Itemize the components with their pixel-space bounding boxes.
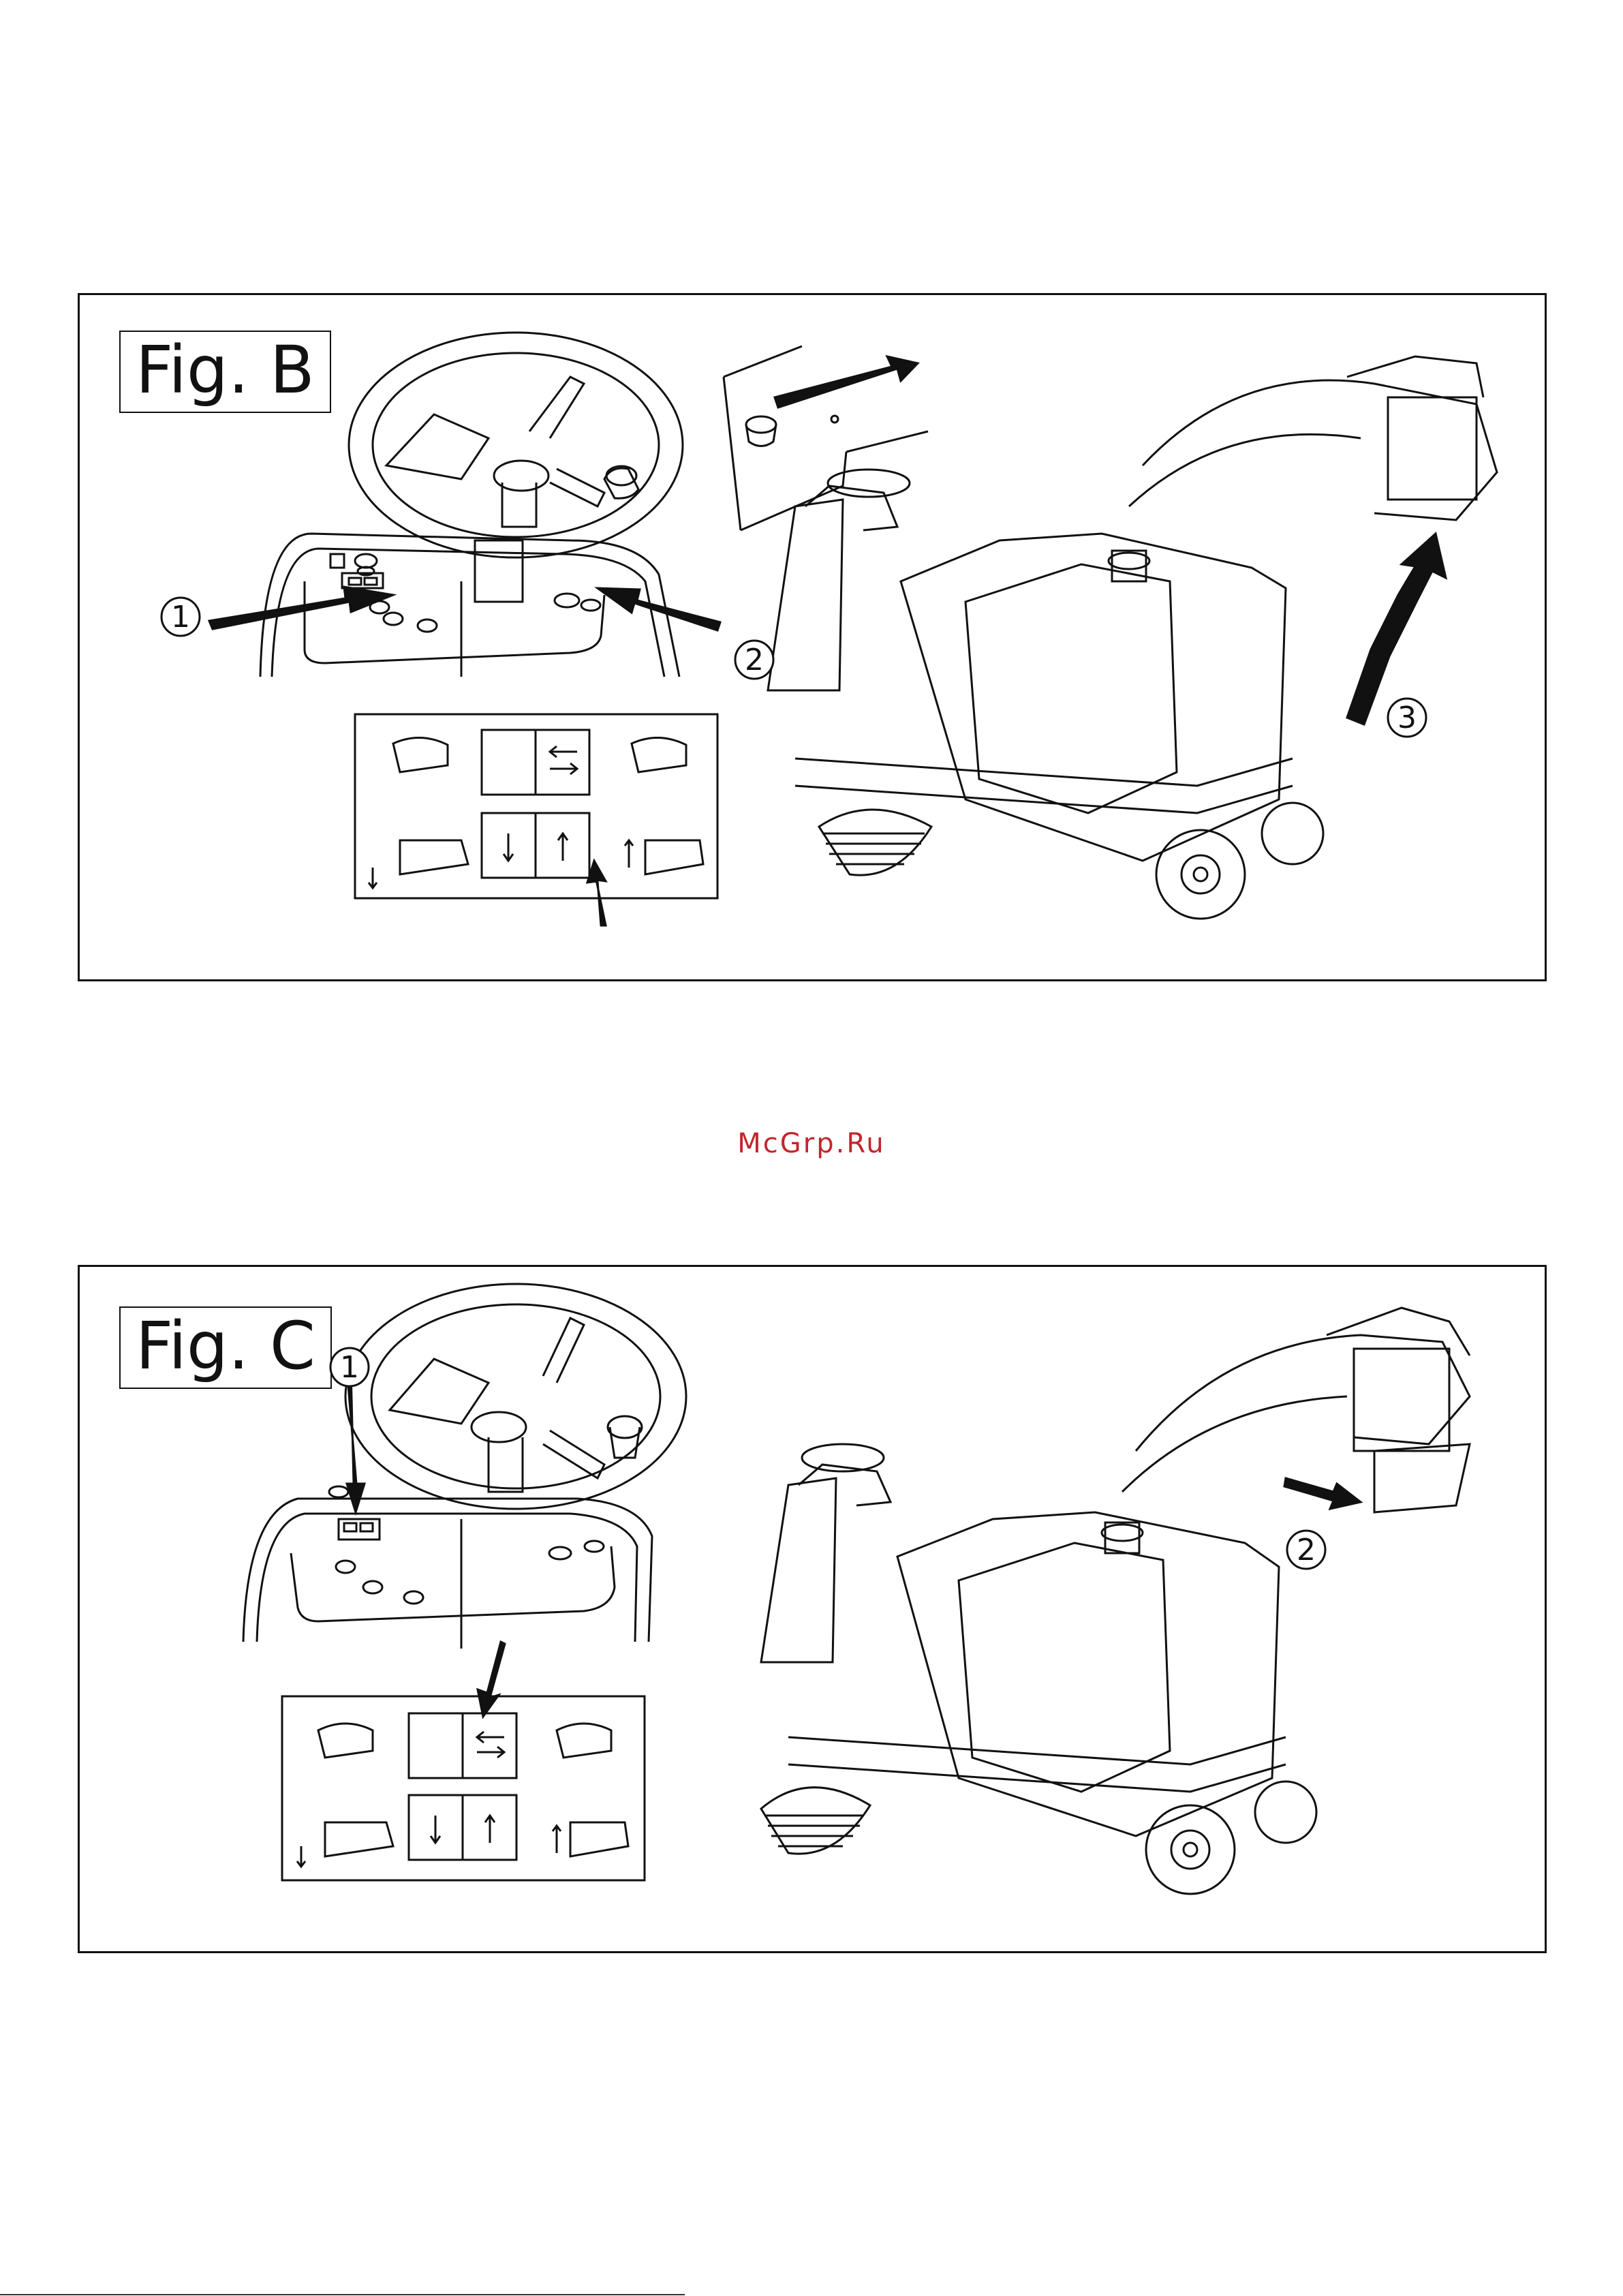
arrow-2-c [1284, 1478, 1361, 1509]
footer-rule [0, 2294, 685, 2295]
sweeper-machine-drawing-c [761, 1308, 1470, 1894]
callout-3-b: 3 [1397, 701, 1417, 735]
dashboard-drawing-c [243, 1486, 652, 1649]
callout-1-c: 1 [340, 1350, 359, 1385]
steering-wheel-drawing-c [345, 1284, 686, 1509]
callout-2-b: 2 [745, 643, 764, 677]
arrow-3-b [1347, 534, 1446, 724]
arrow-lever-c [478, 1642, 505, 1717]
figure-b-illustration: 1 2 3 [80, 295, 1545, 979]
watermark-text: McGrp.Ru [0, 1128, 1623, 1159]
arrow-1-c [347, 1369, 365, 1512]
figure-c-panel: Fig. C [78, 1265, 1547, 1953]
arrow-lever-b [587, 861, 606, 925]
arrow-pedal-b [775, 356, 918, 408]
lever-legend-panel-b [355, 714, 717, 898]
callout-2-c: 2 [1297, 1533, 1316, 1567]
figure-b-panel: Fig. B [78, 293, 1547, 981]
arrows-c [347, 1369, 1361, 1717]
figure-c-illustration: 1 2 [80, 1267, 1545, 1951]
steering-wheel-drawing [349, 333, 683, 557]
arrow-1-b [209, 587, 393, 629]
lever-legend-panel-c [282, 1696, 645, 1880]
callout-1-b: 1 [171, 600, 190, 634]
arrow-2-b [598, 588, 720, 630]
